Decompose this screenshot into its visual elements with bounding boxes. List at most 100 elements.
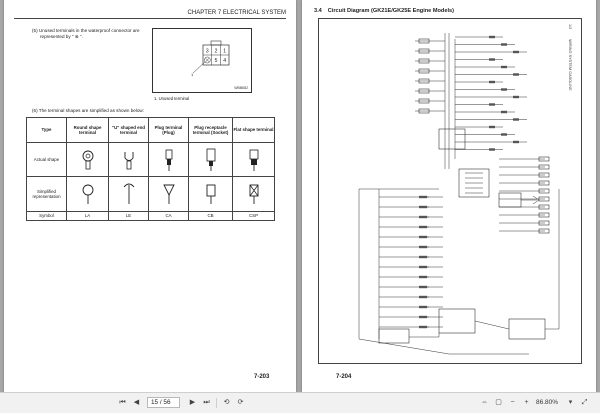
plug-terminal-shape <box>148 142 189 177</box>
rotate-right-icon[interactable]: ⟳ <box>237 399 244 406</box>
fullscreen-icon[interactable]: ⤢ <box>581 399 588 406</box>
note-5: (5) Unused terminals in the waterproof c… <box>32 28 140 40</box>
terminal-box <box>418 88 430 94</box>
symbol-csp: CSP <box>232 211 275 221</box>
round-terminal-symbol <box>66 176 109 212</box>
note-5-line1: (5) Unused terminals in the waterproof c… <box>32 28 140 33</box>
section-title-text: Circuit Diagram (GK21E/GK25E Engine Mode… <box>327 8 454 14</box>
fit-page-icon[interactable]: ▢ <box>495 399 502 406</box>
symbol-le: LE <box>108 211 149 221</box>
terminal-box <box>538 172 550 178</box>
header-socket: Plug receptacle terminal (Socket) <box>188 117 233 143</box>
pin-label-5: 5 <box>215 58 218 64</box>
terminal-box <box>418 48 430 54</box>
document-viewport[interactable]: CHAPTER 7 ELECTRICAL SYSTEM (5) Unused t… <box>0 0 600 392</box>
rotate-left-icon[interactable]: ⟲ <box>223 399 230 406</box>
figure-code: WBB682 <box>234 86 248 90</box>
pin-label-2: 2 <box>215 48 218 54</box>
connector-block <box>419 235 427 239</box>
connector-block <box>419 195 427 199</box>
terminal-box <box>418 78 430 84</box>
flat-terminal-symbol <box>232 176 275 212</box>
connector-block <box>419 325 427 329</box>
pin-label-3: 3 <box>206 48 209 54</box>
terminal-shapes-table: Type Round shape terminal "U" shaped end… <box>26 117 275 221</box>
first-page-icon[interactable]: ⏮ <box>119 399 126 406</box>
connector-block <box>513 73 519 76</box>
terminal-box <box>538 212 550 218</box>
battery-block <box>378 328 410 344</box>
table-row-simplified: Simplified representation <box>26 176 275 212</box>
connector-block <box>419 255 427 259</box>
sensor-connector <box>498 192 522 208</box>
symbol-ca: CA <box>148 211 189 221</box>
terminal-box <box>538 164 550 170</box>
connector-block <box>419 275 427 279</box>
previous-page-icon[interactable]: ◀ <box>133 399 140 406</box>
pin-label-1: 1 <box>223 48 226 54</box>
fit-width-icon[interactable]: ⇔ <box>481 399 488 406</box>
terminal-box <box>418 98 430 104</box>
zoom-in-icon[interactable]: + <box>524 399 529 406</box>
header-flat: Flat shape terminal <box>232 117 275 143</box>
connector-block <box>501 88 507 91</box>
fuse-box <box>458 168 490 198</box>
pdf-toolbar: ⏮ ◀ 15 / 56 ▶ ⏭ ⟲ ⟳ ⇔ ▢ − + 86.80% ▾ ⤢ <box>0 392 600 413</box>
connector-block <box>489 58 495 61</box>
flat-terminal-shape <box>232 142 275 177</box>
relay-block <box>438 128 466 150</box>
round-terminal-shape <box>66 142 109 177</box>
wire-branch <box>409 333 440 338</box>
ground-wire <box>358 338 529 355</box>
connector-block <box>513 140 519 144</box>
connector-block <box>489 148 495 151</box>
circuit-diagram-frame <box>318 18 582 364</box>
connector-caption: 1. Unused terminal <box>154 96 190 101</box>
terminal-box <box>418 108 430 114</box>
toolbar-separator <box>216 398 217 408</box>
diagram-subject: WIRING SYSTEM GASOLINE <box>568 39 572 91</box>
connector-block <box>419 305 427 309</box>
terminal-box <box>538 196 550 202</box>
socket-terminal-symbol <box>188 176 233 212</box>
header-round: Round shape terminal <box>66 117 109 143</box>
connector-diagram: 3 2 1 5 4 1 <box>191 40 230 77</box>
connector-block <box>501 65 507 69</box>
header-u-shaped: "U" shaped end terminal <box>108 117 149 143</box>
ecu-block <box>508 318 546 340</box>
symbol-cb: CB <box>188 211 233 221</box>
header-type: Type <box>26 117 67 143</box>
header-plug: Plug terminal (Plug) <box>148 117 189 143</box>
connector-block <box>419 285 427 289</box>
terminal-box <box>538 180 550 186</box>
zoom-level[interactable]: 86.80% <box>536 399 559 406</box>
connector-block <box>489 103 495 106</box>
last-page-icon[interactable]: ⏭ <box>203 399 210 406</box>
connector-block <box>419 245 427 249</box>
diagram-vertical-title: 1/2WIRING SYSTEM GASOLINE <box>568 24 572 91</box>
circuit-diagram <box>358 33 560 355</box>
zoom-dropdown-icon[interactable]: ▾ <box>568 399 573 406</box>
terminal-box <box>538 204 550 210</box>
connector-block <box>489 80 495 84</box>
page-number-right: 7-204 <box>336 374 352 380</box>
connector-block <box>501 133 507 136</box>
connector-block <box>501 43 507 46</box>
unused-terminal-symbol <box>204 56 211 64</box>
terminal-box <box>538 228 550 234</box>
table-row-symbol: Symbol LA LE CA CB CSP <box>26 211 275 221</box>
terminal-box <box>538 156 550 162</box>
page-number-input[interactable]: 15 / 56 <box>147 397 180 408</box>
next-page-icon[interactable]: ▶ <box>189 399 196 406</box>
row-label-symbol: Symbol <box>26 211 67 221</box>
table-row-actual: Actual shape <box>26 142 275 177</box>
connector-block <box>419 205 427 209</box>
socket-terminal-shape <box>188 142 233 177</box>
connector-block <box>419 225 427 229</box>
table-header-row: Type Round shape terminal "U" shaped end… <box>26 117 275 143</box>
zoom-out-icon[interactable]: − <box>510 399 515 406</box>
note-6: (6) The terminal shapes are simplified a… <box>32 108 145 113</box>
connector-block <box>419 215 427 219</box>
